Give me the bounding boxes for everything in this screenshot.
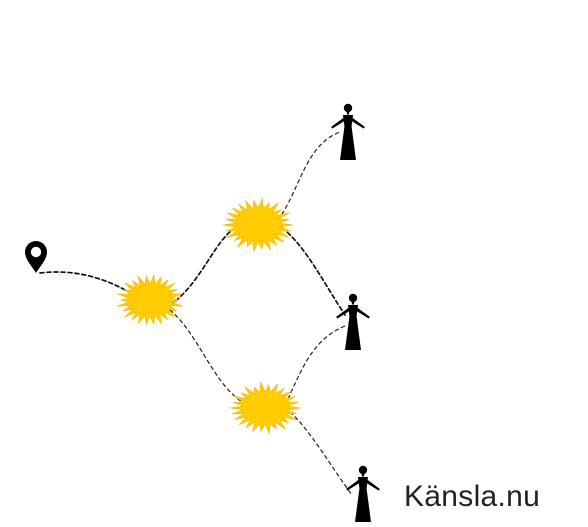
- starburst-icon: [116, 273, 184, 326]
- path-burst-2-to-figure-2: [281, 227, 346, 316]
- path-burst-1-to-burst-3: [169, 309, 249, 406]
- watermark: Känsla.nu: [404, 480, 541, 513]
- path-burst-2-to-figure-1: [277, 131, 341, 221]
- paths: [39, 131, 353, 496]
- woman-figure-icon: [331, 103, 365, 160]
- woman-figure-icon: [346, 465, 380, 522]
- starburst-icon: [229, 381, 301, 435]
- path-burst-3-to-figure-3: [289, 411, 353, 496]
- path-burst-3-to-figure-2: [284, 325, 346, 406]
- woman-figure-icon: [336, 293, 370, 350]
- path-burst-1-to-burst-2: [169, 227, 236, 306]
- map-pin-icon: [25, 241, 47, 273]
- starburst-icon: [222, 197, 294, 252]
